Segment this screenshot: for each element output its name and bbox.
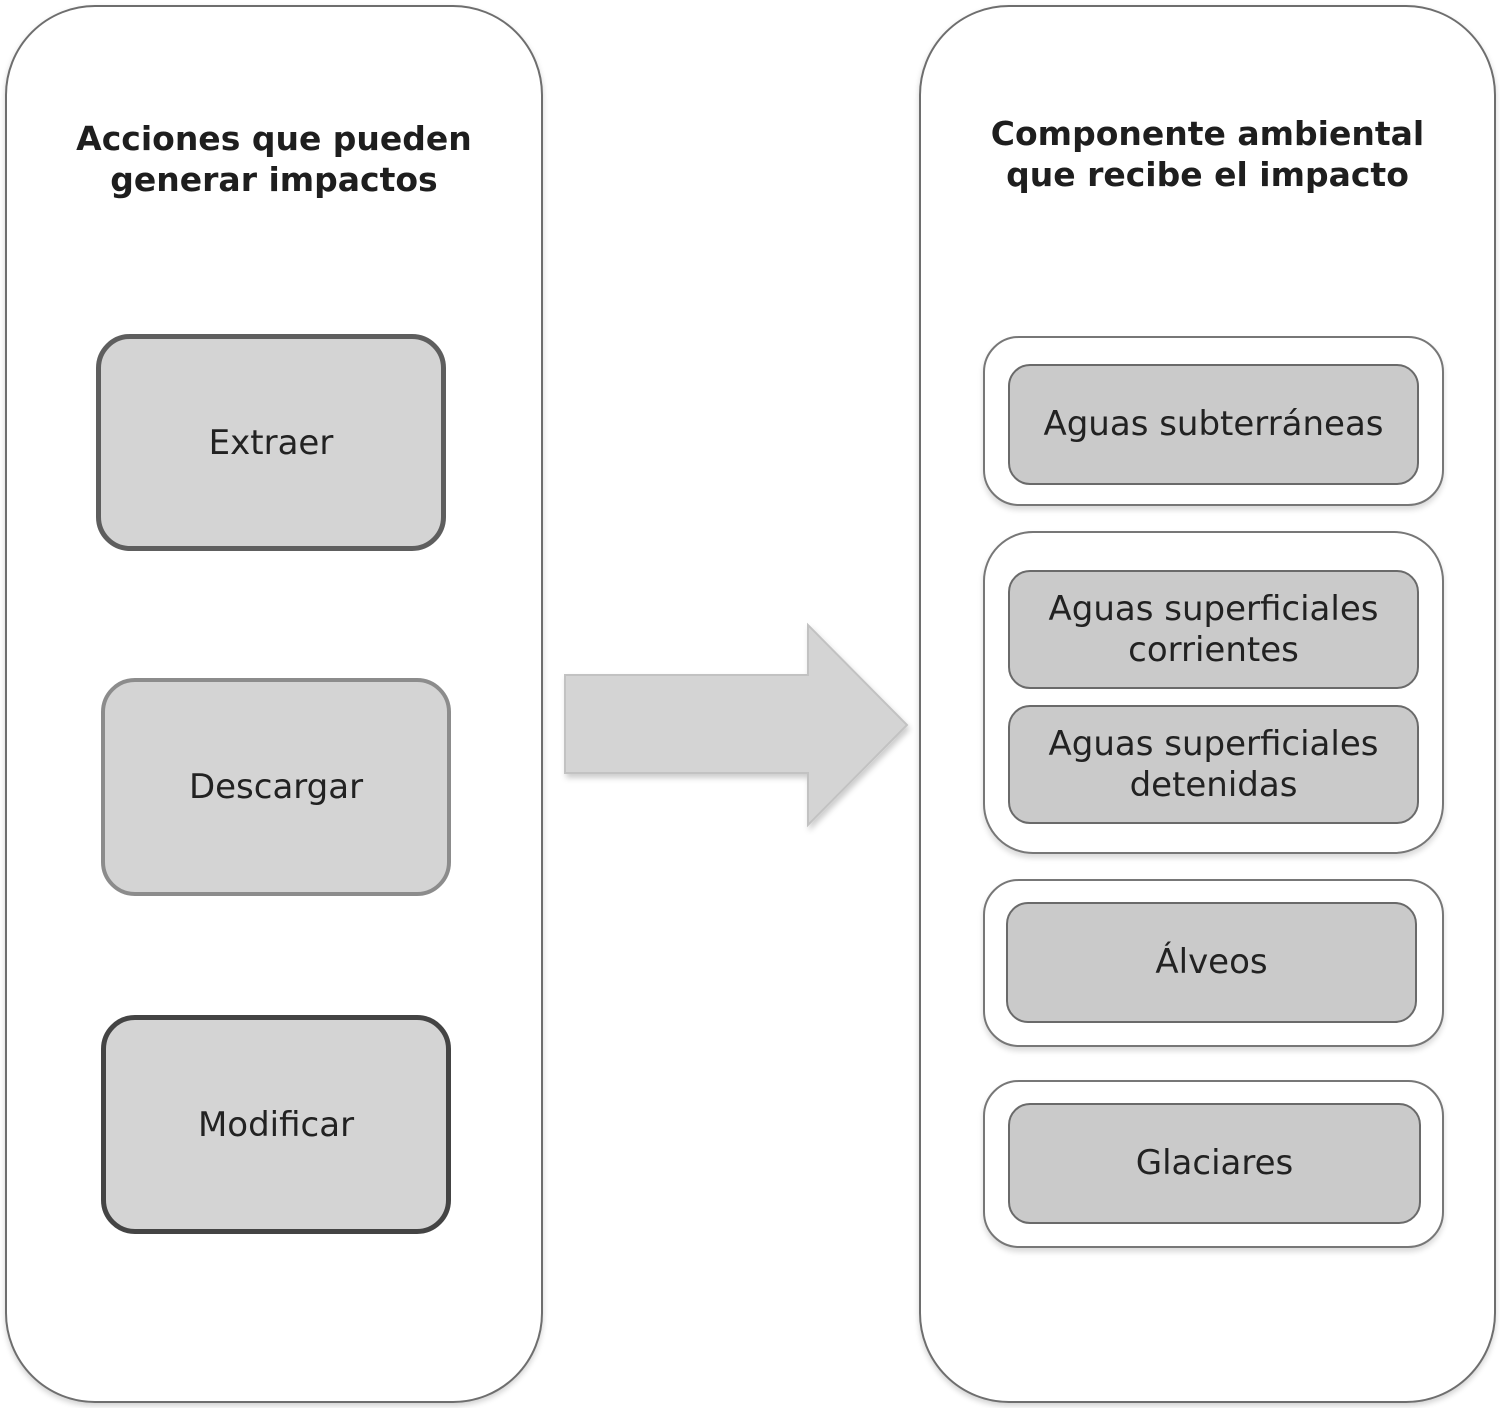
right-arrow-icon <box>564 622 909 828</box>
action-box-modificar: Modificar <box>101 1015 451 1234</box>
action-label: Extraer <box>208 422 334 463</box>
action-label: Descargar <box>188 767 364 807</box>
component-glaciares: Glaciares <box>1008 1103 1421 1224</box>
components-panel-title: Componente ambiental que recibe el impac… <box>990 114 1425 194</box>
action-label: Modificar <box>197 1104 355 1145</box>
arrow-shape <box>564 622 909 828</box>
action-box-descargar: Descargar <box>101 678 451 896</box>
action-box-extraer: Extraer <box>96 334 446 551</box>
component-aguas-subterraneas: Aguas subterráneas <box>1008 364 1419 485</box>
actions-panel-title: Acciones que pueden generar impactos <box>76 119 472 199</box>
component-aguas-superficiales-corrientes: Aguas superficiales corrientes <box>1008 570 1419 689</box>
component-aguas-superficiales-detenidas: Aguas superficiales detenidas <box>1008 705 1419 824</box>
component-alveos: Álveos <box>1006 902 1417 1023</box>
